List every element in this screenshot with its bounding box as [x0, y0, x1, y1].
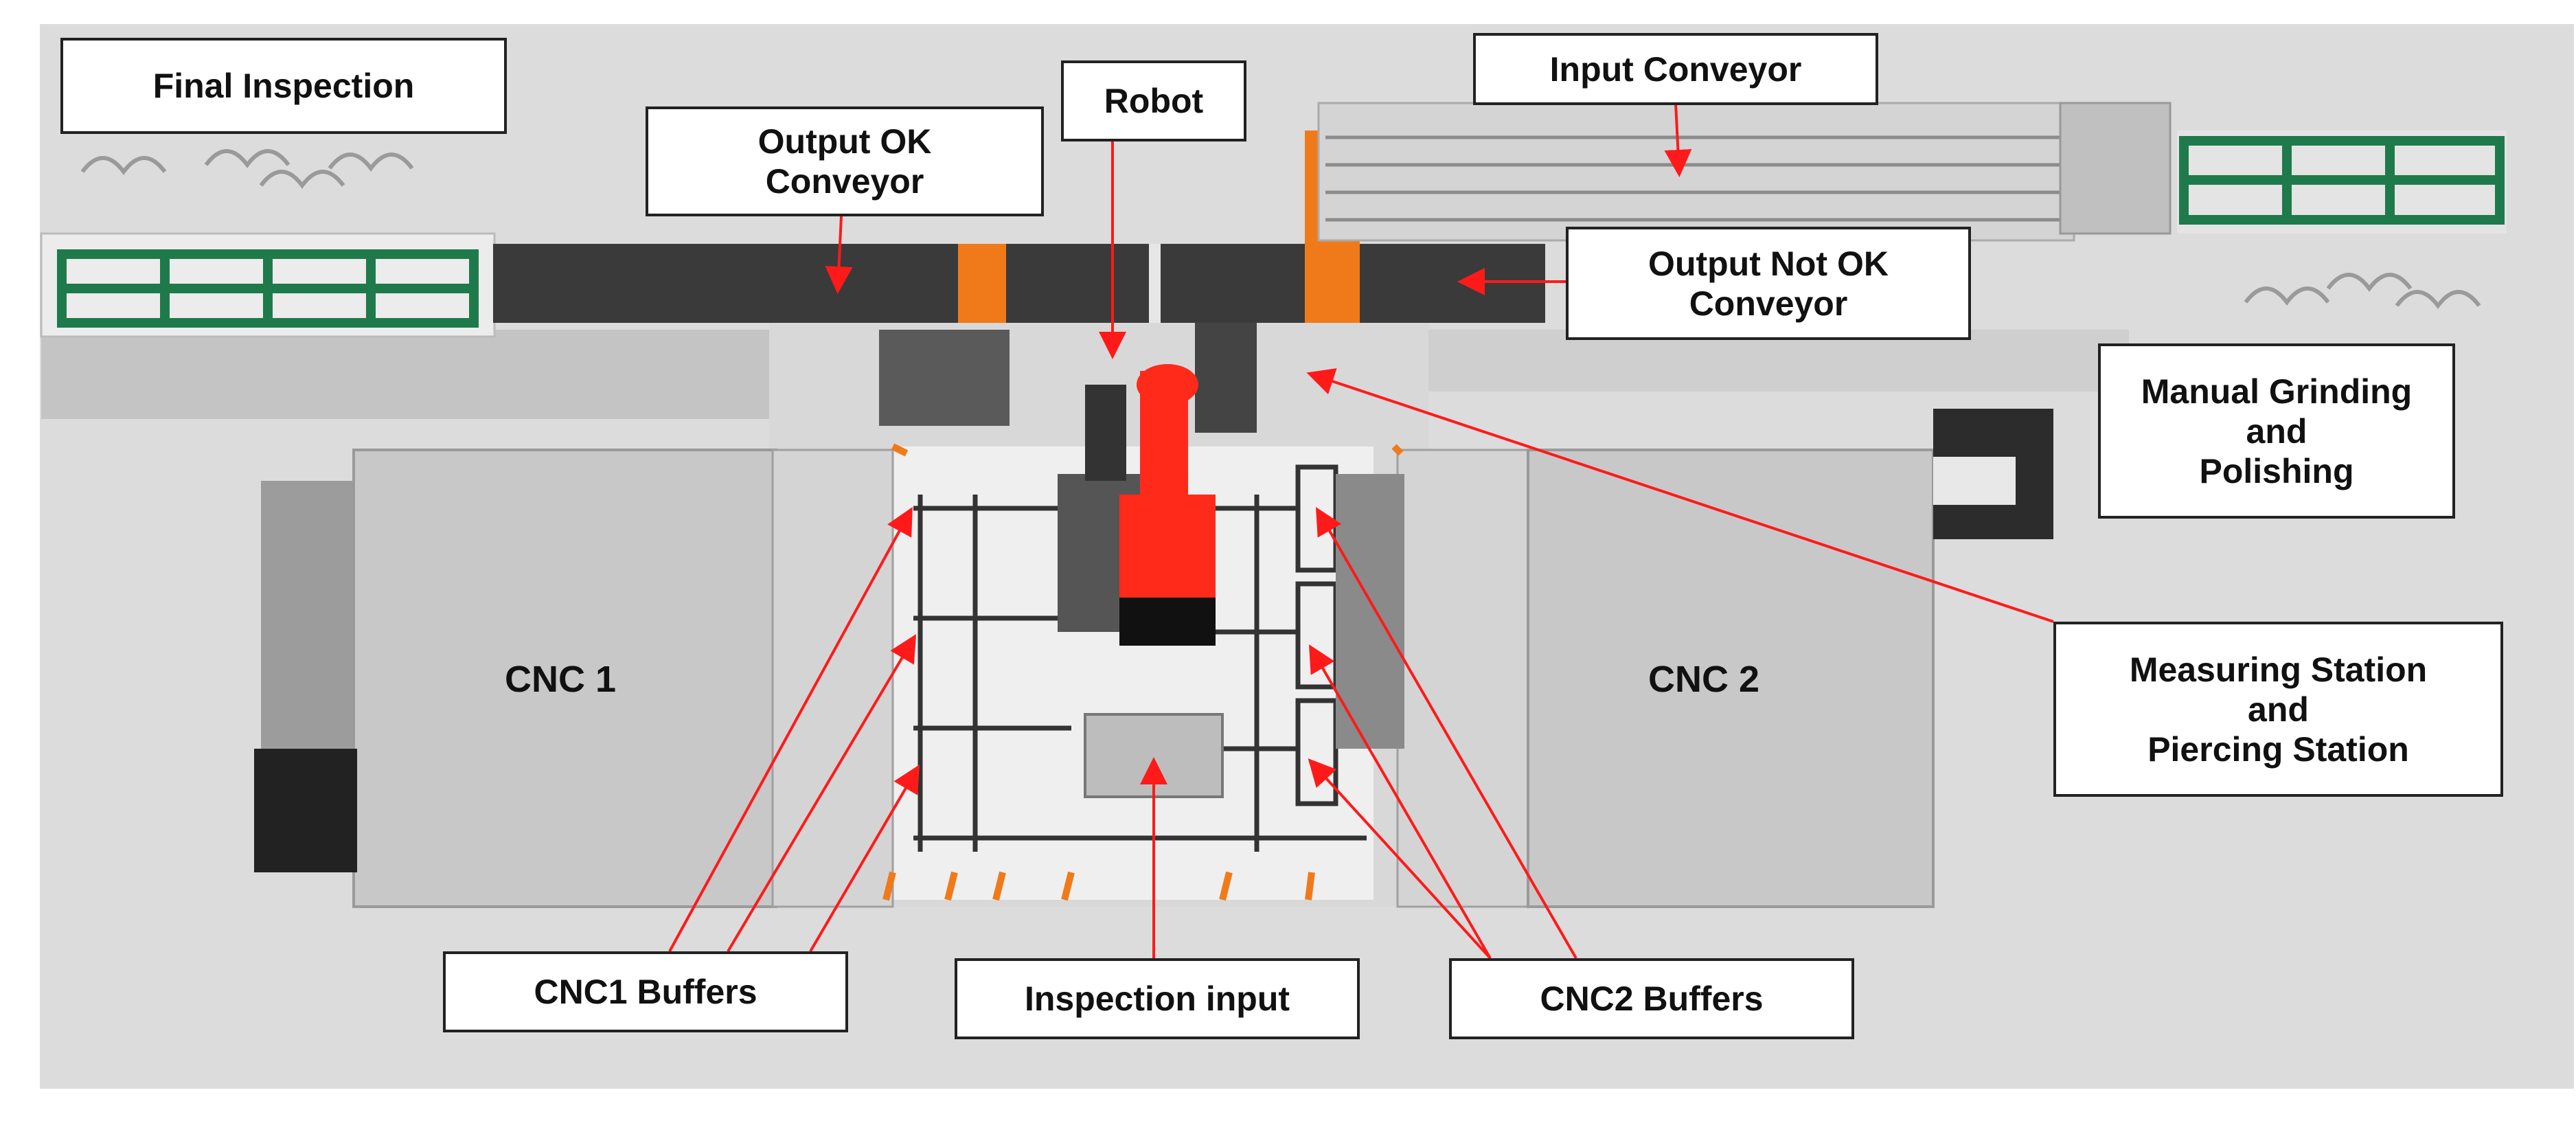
cnc1-label: CNC 1 [505, 659, 617, 700]
cnc1-cabinet [352, 449, 777, 908]
input-conveyor-label: Input Conveyor [1473, 33, 1878, 105]
cnc2-buffer-panel [1336, 474, 1404, 749]
manual-grinding-fixtures [2244, 273, 2481, 309]
cnc1-buffer-racks [913, 495, 1367, 852]
cnc2-label: CNC 2 [1648, 659, 1760, 700]
arrow-cnc1-buffer-b [727, 634, 917, 953]
manual-grinding-green-rail [2179, 136, 2505, 225]
final-inspection-fixtures [80, 149, 414, 189]
callout-arrows [668, 102, 2054, 960]
arrow-cnc2-buffer-a [1308, 758, 1492, 960]
input-conveyor-end-block [2059, 102, 2172, 235]
input-conveyor-body [1317, 102, 2075, 242]
cnc2-buffers-label: CNC2 Buffers [1449, 958, 1854, 1039]
cnc1-door [771, 449, 894, 908]
cnc1-side-block [254, 749, 357, 872]
measuring-station-column [1195, 323, 1257, 433]
output-not-ok-conveyor-label: Output Not OK Conveyor [1566, 227, 1971, 340]
arrow-cnc2-buffer-b [1308, 644, 1492, 960]
final-inspection-green-rail [57, 249, 479, 328]
arrow-cnc2-buffer-c [1316, 507, 1577, 959]
inspection-input-label: Inspection input [955, 958, 1360, 1039]
final-inspection-label: Final Inspection [60, 38, 507, 134]
output-ok-conveyor-label: Output OK Conveyor [646, 106, 1044, 216]
orange-floor-markers [882, 443, 1404, 901]
arrow-measuring [1306, 368, 2054, 623]
floor-shadow-right [1305, 330, 2129, 392]
ok-conveyor-orange-stop [958, 244, 1006, 326]
cnc1-buffers-label: CNC1 Buffers [443, 951, 848, 1032]
arrow-cnc1-buffer-c [809, 765, 920, 953]
arrow-cnc1-buffer-a [668, 506, 913, 952]
conveyor-gap [1149, 244, 1161, 323]
cnc2-side-step [1933, 457, 2016, 505]
robot-label: Robot [1061, 60, 1246, 141]
output-ok-conveyor-body [493, 244, 1149, 323]
cnc2-door [1396, 449, 1529, 908]
manual-grinding-label: Manual Grinding and Polishing [2098, 343, 2455, 519]
arrow-output-ok [825, 216, 853, 294]
input-conveyor-rails [1325, 135, 2067, 222]
output-ok-chute [879, 330, 1010, 426]
arrow-input-conveyor [1664, 102, 1692, 177]
measuring-station-label: Measuring Station and Piercing Station [2053, 622, 2503, 797]
cnc2-cabinet [1527, 449, 1935, 908]
robot-arm [1058, 364, 1216, 646]
